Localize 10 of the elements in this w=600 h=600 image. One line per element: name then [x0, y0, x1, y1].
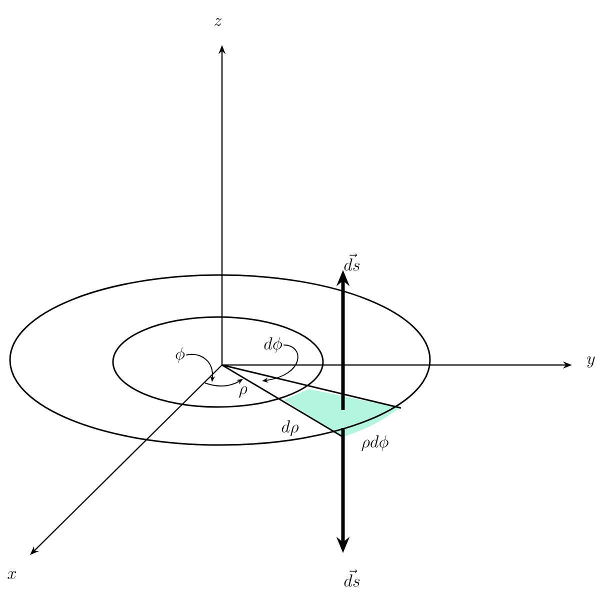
axis-label: $y$: [587, 356, 595, 368]
axis-label: $z$: [214, 18, 222, 26]
angle-label: $d\phi$: [264, 337, 282, 353]
angle-label: $\phi$: [176, 347, 185, 363]
vector-label: $\vec{ds}$: [344, 254, 360, 271]
width-label: $d\rho$: [282, 420, 298, 436]
arc-label: $\rho d\phi$: [362, 435, 388, 452]
radius-label: $\rho$: [239, 386, 248, 398]
axis-label: $x$: [8, 571, 16, 579]
vector-label: $\vec{ds}$: [344, 570, 360, 587]
